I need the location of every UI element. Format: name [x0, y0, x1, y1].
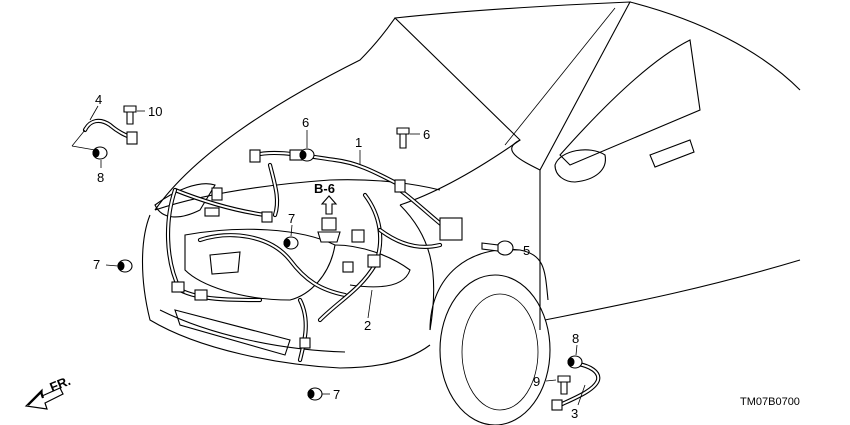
callout-1: 1: [355, 135, 362, 150]
callout-2: 2: [364, 318, 371, 333]
front-direction-arrow: FR.: [24, 373, 73, 410]
diagram-code: TM07B0700: [740, 396, 800, 408]
leader-lines: [89, 105, 586, 406]
part-10-bolt: [123, 105, 137, 125]
callout-6-upper-mid: 6: [302, 115, 309, 130]
part-6-clip-upper-mid: [299, 148, 315, 162]
callout-3: 3: [571, 406, 578, 421]
callout-labels: 1 2 3 4 5 6 6 7 7 7 8 8 9 10 B-6: [93, 92, 579, 421]
callout-8-upper: 8: [97, 170, 104, 185]
callout-7-bottom: 7: [333, 387, 340, 402]
part-8-grommet-upper: [92, 146, 108, 160]
part-5-grommet: [481, 240, 514, 256]
part-3-sub-harness: [551, 361, 601, 411]
callout-5: 5: [523, 243, 530, 258]
part-6-bolt-upper-right: [396, 127, 410, 149]
b6-clip-detail: [317, 195, 341, 243]
part-4-sub-harness: [71, 118, 138, 151]
callout-8-lower: 8: [572, 331, 579, 346]
callout-4: 4: [95, 92, 102, 107]
part-8-grommet-lower: [567, 355, 583, 369]
part-9-bolt: [557, 375, 571, 395]
callout-10: 10: [148, 104, 162, 119]
callout-7-center: 7: [288, 211, 295, 226]
part-7-clip-center: [283, 236, 299, 250]
callout-7-left: 7: [93, 257, 100, 272]
ref-label-b6: B-6: [314, 181, 335, 196]
callout-9: 9: [533, 374, 540, 389]
harness-connectors: [171, 149, 463, 349]
car-body-outline: [142, 1, 801, 425]
callout-6-upper-right: 6: [423, 127, 430, 142]
part-7-clip-left: [117, 259, 133, 273]
front-label: FR.: [48, 373, 73, 395]
part-7-clip-bottom: [307, 387, 323, 401]
